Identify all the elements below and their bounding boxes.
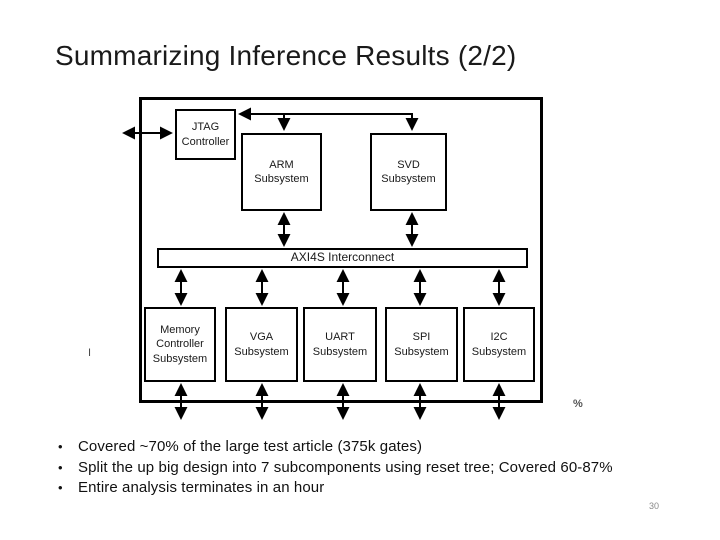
node-vga-subsystem: VGA Subsystem xyxy=(225,307,298,382)
node-i2c-subsystem: I2C Subsystem xyxy=(463,307,535,382)
node-arm-subsystem: ARM Subsystem xyxy=(241,133,322,211)
node-uart-subsystem: UART Subsystem xyxy=(303,307,377,382)
page-number: 30 xyxy=(649,501,660,511)
slide-title: Summarizing Inference Results (2/2) xyxy=(55,40,517,71)
bullet-coverage: Covered ~70% of the large test article (… xyxy=(55,437,695,458)
node-svd-subsystem: SVD Subsystem xyxy=(370,133,447,211)
bullet-analysis-time: Entire analysis terminates in an hour xyxy=(55,478,695,499)
node-spi-subsystem: SPI Subsystem xyxy=(385,307,458,382)
node-memory-controller-subsystem: Memory Controller Subsystem xyxy=(144,307,216,382)
stray-percent-mark: % xyxy=(573,398,583,410)
stray-left-tick-mark: I xyxy=(88,347,92,359)
summary-bullet-list: Covered ~70% of the large test article (… xyxy=(55,437,695,499)
node-jtag-controller: JTAG Controller xyxy=(175,109,236,160)
node-axi4s-interconnect: AXI4S Interconnect xyxy=(157,248,528,268)
bullet-split-design: Split the up big design into 7 subcompon… xyxy=(55,458,695,479)
